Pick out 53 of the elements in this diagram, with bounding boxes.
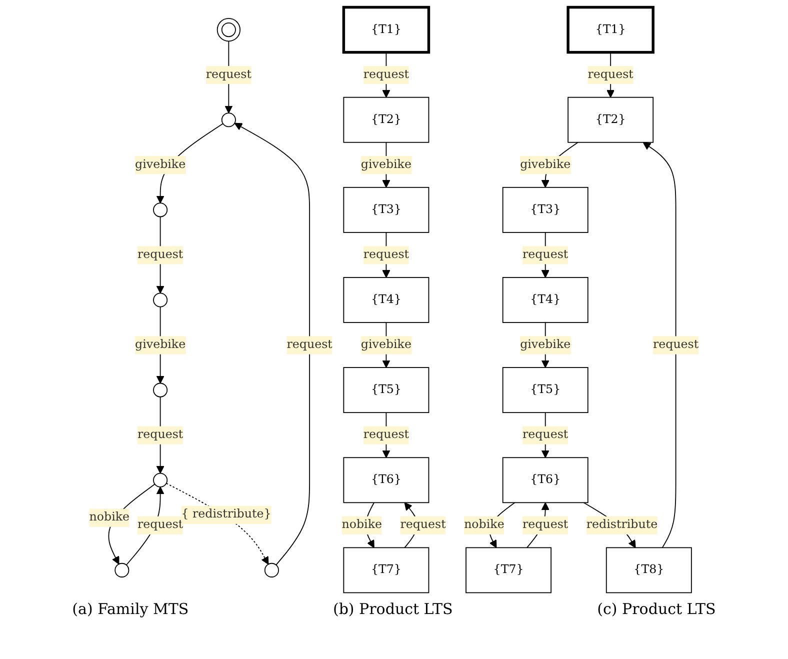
node-box: {T5} [502, 367, 588, 414]
edge-label: request [588, 68, 634, 82]
edge-label: { redistribute} [181, 508, 272, 522]
node-box: {T6} [343, 457, 430, 504]
edge-label: nobike [89, 510, 130, 524]
node-box: {T2} [343, 96, 430, 143]
node-box: {T2} [568, 96, 654, 143]
node-circle [153, 382, 168, 398]
edge-label: request [138, 428, 184, 442]
figure-caption: (a) Family MTS [72, 600, 189, 618]
edge-label: request [363, 68, 410, 82]
edge-label: givebike [520, 338, 571, 352]
edge-label: request [522, 248, 568, 262]
edge-label: request [363, 248, 410, 262]
edge-label: request [286, 338, 332, 352]
node-circle [114, 562, 130, 578]
node-box: {T3} [502, 186, 588, 233]
edge-label: request [522, 428, 568, 442]
node-box: {T1} [342, 6, 430, 54]
node-box: {T3} [343, 186, 430, 233]
edge-label: redistribute [586, 518, 658, 532]
edge-label: request [363, 428, 410, 442]
arrow [642, 142, 676, 548]
edge-label: request [206, 68, 252, 82]
node-box: {T6} [502, 457, 588, 504]
node-circle [216, 18, 241, 42]
edge-label: nobike [464, 518, 504, 532]
edge-label: givebike [360, 338, 412, 352]
edge-label: request [400, 518, 446, 532]
edge-label: givebike [520, 158, 571, 172]
node-box: {T8} [606, 547, 692, 594]
edge-label: request [138, 518, 184, 532]
node-circle [221, 112, 236, 128]
edge-label: nobike [342, 518, 382, 532]
node-box: {T4} [502, 277, 588, 323]
edge-label: request [138, 248, 184, 262]
edge-label: givebike [135, 338, 186, 352]
node-circle [153, 472, 168, 488]
figure-caption: (c) Product LTS [597, 600, 716, 618]
edge-label: givebike [360, 158, 412, 172]
edge-label: request [652, 338, 699, 352]
node-box: {T1} [566, 6, 654, 54]
node-box: {T7} [343, 547, 430, 594]
node-box: {T4} [343, 277, 430, 323]
node-box: {T5} [343, 367, 430, 414]
node-circle [264, 562, 279, 578]
edge-label: givebike [135, 158, 186, 172]
node-circle [153, 292, 168, 308]
edge-label: request [522, 518, 568, 532]
arrow [234, 122, 310, 566]
node-box: {T7} [466, 547, 552, 594]
node-circle [153, 202, 168, 218]
figure-caption: (b) Product LTS [332, 600, 453, 618]
